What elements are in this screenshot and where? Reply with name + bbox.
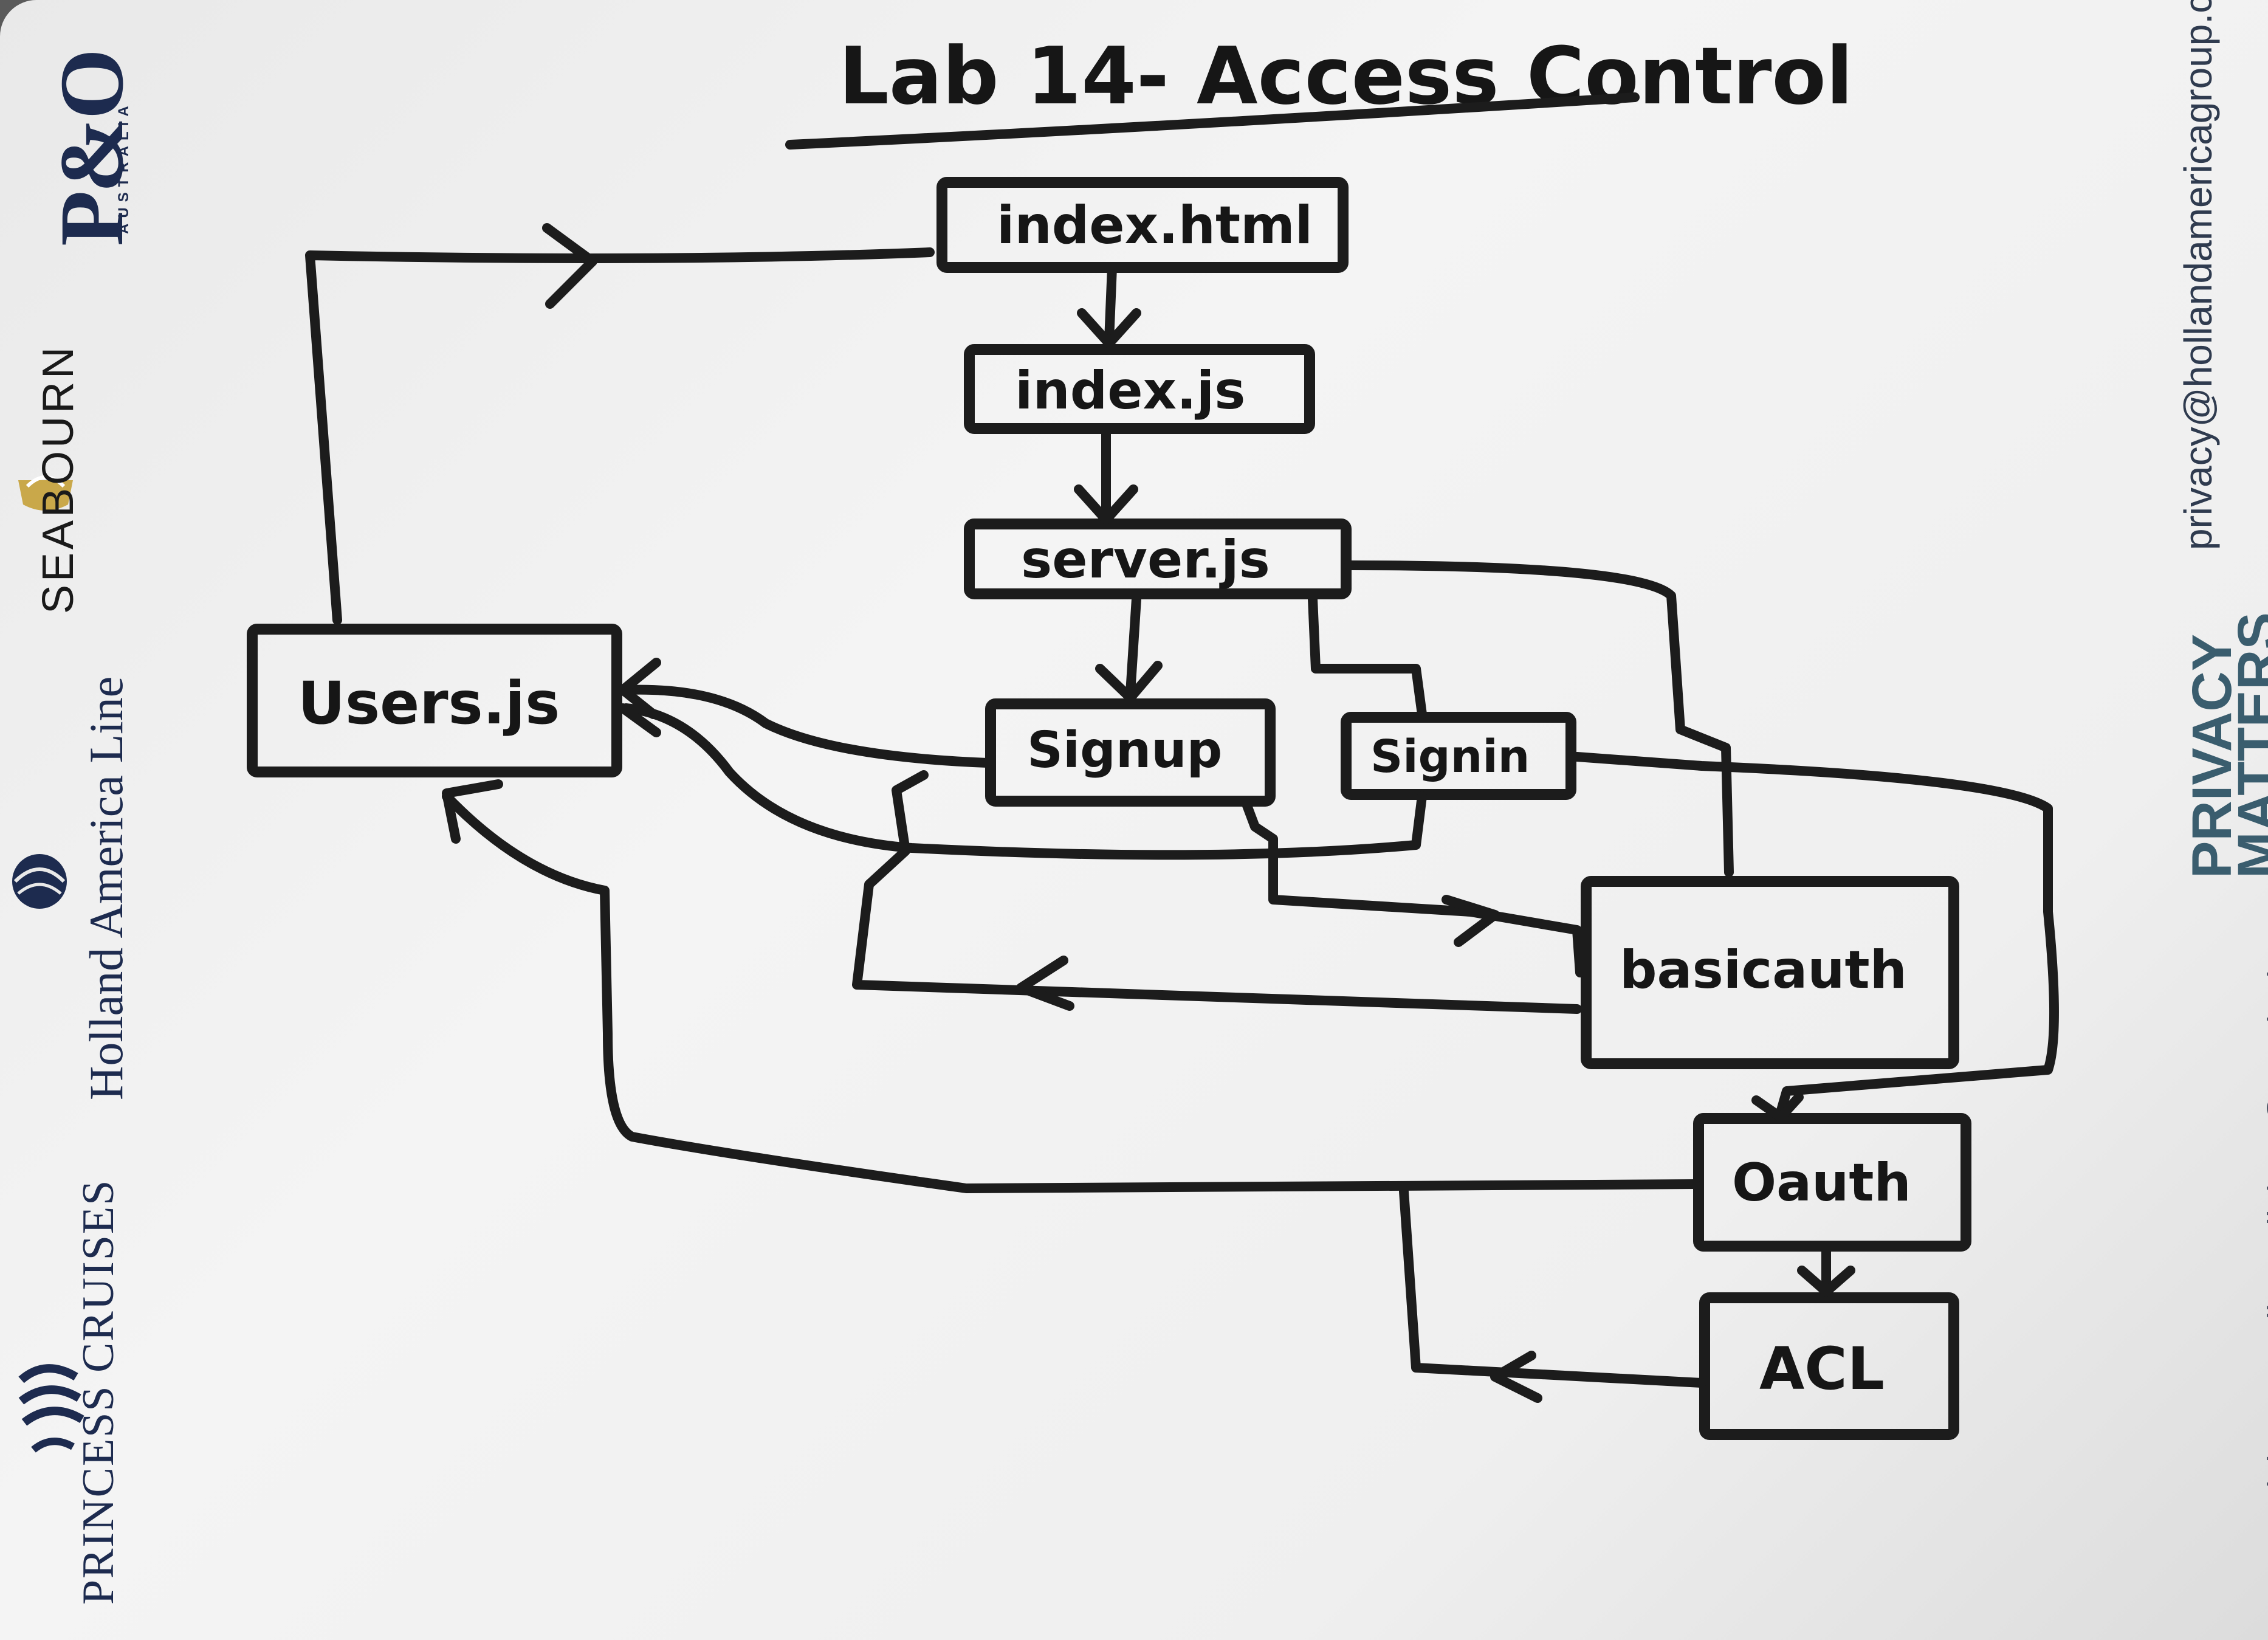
node-basicauth-box — [1581, 876, 1959, 1069]
edge-server-js-signin — [1308, 594, 1427, 719]
node-users-js: Users.js — [298, 669, 560, 737]
edge-index-html-index-js-arrow — [1077, 308, 1141, 348]
edge-index-js-server-js-arrow — [1074, 484, 1138, 525]
edge-signup-basicauth — [1241, 798, 1585, 977]
node-basicauth: basicauth — [1620, 940, 1907, 1001]
edge-acl-oauth-arrow — [1490, 1351, 1542, 1403]
node-signin-box — [1341, 712, 1576, 800]
princess-seawitch-icon — [18, 1364, 84, 1453]
title: Lab 14- Access Control — [839, 30, 1853, 122]
node-server-js: server.js — [1021, 529, 1270, 590]
node-acl: ACL — [1759, 1335, 1885, 1403]
seabourn-crest-icon — [18, 475, 73, 511]
node-index-js: index.js — [1015, 360, 1245, 421]
node-acl-box — [1699, 1292, 1959, 1440]
node-index-js-box — [964, 344, 1315, 434]
edge-basicauth-signup — [852, 770, 1582, 1014]
princess-cruises-logo: PRINCESS CRUISES — [74, 1179, 123, 1605]
seabourn-logo: SEABOURN — [34, 343, 83, 614]
node-oauth: Oauth — [1732, 1152, 1911, 1213]
node-signup-box — [985, 698, 1276, 807]
node-index-html-box — [936, 177, 1349, 273]
edge-signin-users — [621, 703, 1427, 860]
node-users-js-box — [247, 624, 622, 777]
edge-oauth-acl-arrow — [1797, 1266, 1855, 1297]
edge-signup-users — [621, 684, 992, 768]
edge-basicauth-signup-arrow — [1016, 956, 1074, 1011]
edge-signin-oauth — [1572, 752, 2059, 1117]
suspicious-email-notice: Suspicious email? malicious@carnival.com — [2261, 894, 2268, 1568]
node-server-js-box — [964, 519, 1352, 599]
edge-oauth-users — [442, 791, 1700, 1193]
edge-signin-users-arrow — [618, 703, 661, 737]
edge-signin-oauth-arrow — [1751, 1092, 1804, 1122]
holland-america-globe-icon — [12, 854, 67, 909]
holland-america-logo: Holland America Line — [80, 676, 132, 1100]
node-index-html: index.html — [997, 195, 1313, 256]
privacy-matters-line-2: MATTERS. — [2227, 596, 2268, 878]
edge-signup-basicauth-arrow — [1442, 895, 1500, 947]
edge-server-js-signup-arrow — [1095, 661, 1163, 703]
edge-index-html-users — [305, 247, 935, 625]
edge-index-html-index-js — [1104, 263, 1117, 345]
node-signin: Signin — [1370, 731, 1530, 783]
edge-oauth-users-arrow — [442, 779, 503, 844]
connectors — [305, 223, 2059, 1403]
po-logo-subtitle: AUSTRALIA — [115, 100, 132, 234]
edge-acl-oauth — [1399, 1187, 1706, 1388]
edge-server-js-basicauth — [1344, 560, 1734, 877]
node-signup: Signup — [1027, 722, 1222, 779]
privacy-email: privacy@hollandamericagroup.com — [2176, 0, 2220, 550]
edge-index-html-users-arrow — [542, 223, 597, 309]
edge-server-js-signup — [1125, 594, 1141, 698]
title-underline — [785, 92, 1640, 150]
